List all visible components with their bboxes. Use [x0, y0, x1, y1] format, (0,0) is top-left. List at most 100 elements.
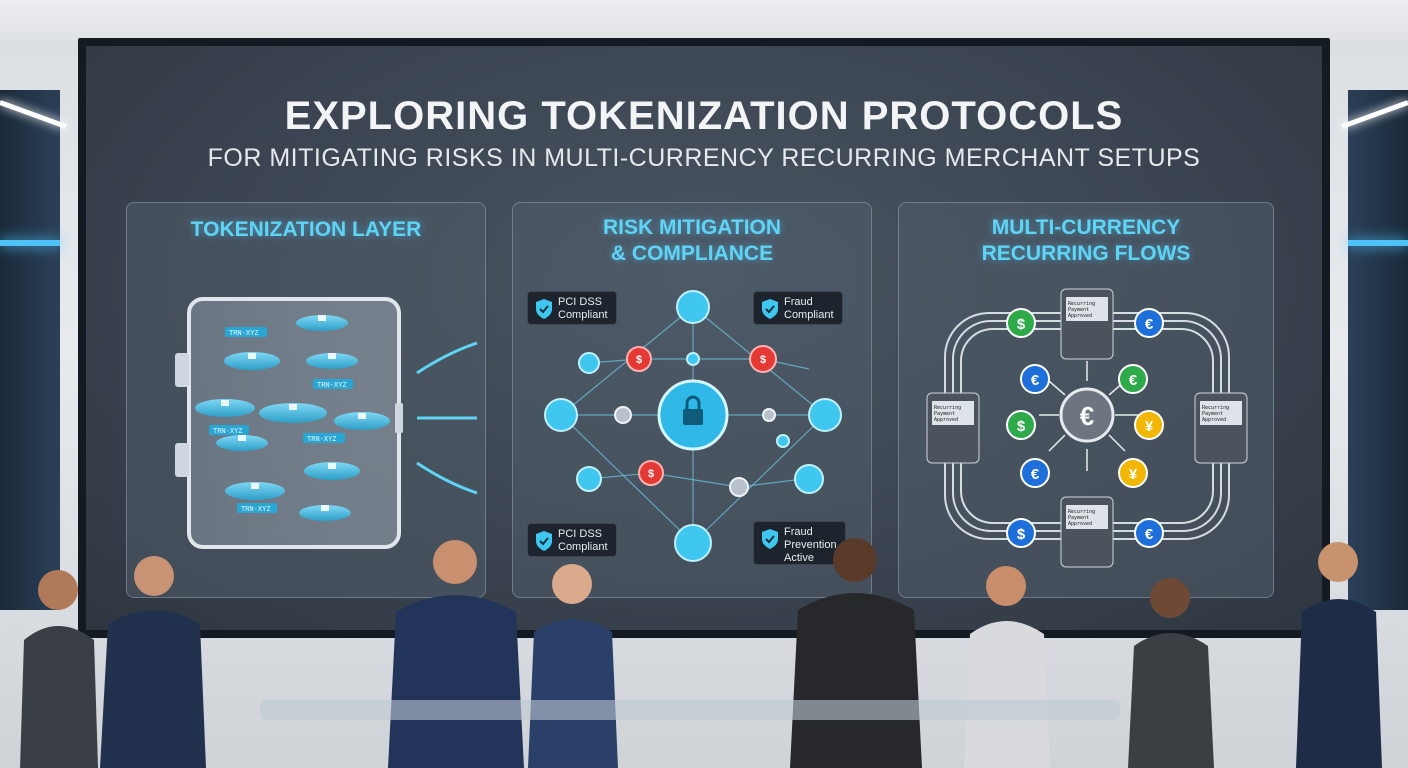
yen-coin — [1118, 458, 1148, 488]
screen-title: EXPLORING TOKENIZATION PROTOCOLS — [284, 94, 1124, 138]
shield-check-icon — [762, 299, 778, 319]
neutral-nodes — [614, 406, 776, 497]
vault-hinge-bottom — [175, 443, 189, 477]
euro-coin-label: € — [1145, 316, 1154, 333]
euro-coin — [1134, 308, 1164, 338]
terminal-texts: Recurring Payment Approved Recurring Pay… — [934, 301, 1229, 527]
yen-coin — [1134, 410, 1164, 440]
risk-dollar-label: $ — [636, 354, 642, 366]
token-disks — [195, 315, 390, 521]
risk-mitigation-panel: RISK MITIGATION & COMPLIANCE — [512, 202, 872, 598]
presentation-screen: EXPLORING TOKENIZATION PROTOCOLS FOR MIT… — [78, 38, 1330, 638]
terminal-text: Recurring — [1202, 405, 1229, 411]
tokenization-layer-panel: TOKENIZATION LAYER — [126, 202, 486, 598]
right-wall-light — [1348, 240, 1408, 246]
badge-line: Fraud — [784, 526, 813, 538]
left-wall-display — [0, 90, 60, 610]
badge-line: PCI DSS — [558, 296, 603, 308]
badge-line: Active — [784, 552, 814, 564]
badge-line: Compliant — [558, 309, 608, 321]
yen-coin-label: ¥ — [1129, 466, 1138, 483]
flow-arrows — [1039, 361, 1139, 471]
pci-dss-badge-top: PCI DSS Compliant — [527, 291, 617, 325]
payment-terminal-left — [926, 392, 980, 464]
badge-line: Compliant — [784, 309, 834, 321]
person-4 — [528, 564, 618, 768]
terminal-text: Approved — [1068, 521, 1092, 527]
euro-coin — [1020, 364, 1050, 394]
meeting-participants — [20, 538, 1382, 768]
terminal-text: Payment — [1202, 411, 1223, 417]
multi-currency-panel: MULTI-CURRENCY RECURRING FLOWS Recurring… — [898, 202, 1274, 598]
panel-title-risk-line1: RISK MITIGATION — [602, 216, 782, 239]
terminal-text: Recurring — [934, 405, 961, 411]
panel-title-currency-line1: MULTI-CURRENCY — [991, 216, 1181, 239]
payment-terminal-top — [1060, 288, 1114, 360]
risk-dollar-label: $ — [760, 354, 766, 366]
shield-check-icon — [536, 299, 552, 319]
right-wall-display — [1348, 90, 1408, 610]
dollar-coin — [1006, 308, 1036, 338]
terminal-text: Approved — [1202, 417, 1226, 423]
vault-hinge-top — [175, 353, 189, 387]
ceiling — [0, 0, 1408, 40]
lock-nodes — [544, 290, 842, 562]
euro-coin-label: € — [1031, 372, 1040, 389]
currency-flow-diagram: Recurring Payment Approved Recurring Pay… — [926, 288, 1248, 568]
euro-coin — [1134, 518, 1164, 548]
dollar-coin-blue — [1006, 518, 1036, 548]
terminal-text: Payment — [934, 411, 955, 417]
euro-coin-green — [1118, 364, 1148, 394]
token-label: TRN-XYZ — [241, 505, 271, 513]
screen-content: EXPLORING TOKENIZATION PROTOCOLS FOR MIT… — [86, 46, 1322, 630]
pci-dss-badge-bottom: PCI DSS Compliant — [527, 523, 617, 557]
fraud-badge-top: Fraud Compliant — [753, 291, 843, 325]
central-euro-symbol: € — [1080, 401, 1094, 431]
token-label: TRN-XYZ — [229, 329, 259, 337]
terminal-text: Approved — [934, 417, 958, 423]
token-label: TRN-XYZ — [213, 427, 243, 435]
conference-table — [260, 700, 1120, 720]
person-7 — [1128, 578, 1214, 768]
payment-terminal-right — [1194, 392, 1248, 464]
shield-check-icon — [762, 529, 778, 549]
terminal-text: Payment — [1068, 307, 1089, 313]
risk-network-diagram: $ $ $ — [544, 290, 842, 562]
euro-coin — [1020, 458, 1050, 488]
terminal-text: Recurring — [1068, 301, 1095, 307]
euro-coin-label: € — [1145, 526, 1154, 543]
person-3 — [388, 540, 524, 768]
dollar-coin-label: $ — [1017, 316, 1026, 333]
person-5 — [790, 538, 922, 768]
data-stream-arrows — [416, 341, 478, 495]
person-8 — [1296, 542, 1382, 768]
lock-icons — [221, 315, 366, 511]
panel-title-risk-line2: & COMPLIANCE — [610, 242, 774, 265]
payment-terminal-bottom — [1060, 496, 1114, 568]
person-6 — [964, 566, 1050, 768]
dollar-coin-label: $ — [1017, 526, 1026, 543]
terminal-text: Recurring — [1068, 509, 1095, 515]
screen-subtitle: FOR MITIGATING RISKS IN MULTI-CURRENCY R… — [207, 144, 1201, 172]
dollar-coin-label: $ — [1017, 418, 1026, 435]
dollar-coin — [1006, 410, 1036, 440]
left-wall-light — [0, 240, 60, 246]
central-euro-hub — [1059, 387, 1115, 443]
badge-line: Fraud — [784, 296, 813, 308]
risk-dollar-label: $ — [648, 468, 654, 480]
terminal-text: Approved — [1068, 313, 1092, 319]
badge-line: Prevention — [784, 539, 837, 551]
token-label: TRN-XYZ — [317, 381, 347, 389]
shield-check-icon — [536, 531, 552, 551]
badge-line: Compliant — [558, 541, 608, 553]
panel-title-tokenization: TOKENIZATION LAYER — [190, 218, 422, 241]
vault-handle — [395, 403, 403, 433]
token-tags: TRN-XYZ TRN-XYZ TRN-XYZ TRN-XYZ TRN-XYZ — [209, 327, 353, 513]
person-2 — [100, 556, 206, 768]
terminal-text: Payment — [1068, 515, 1089, 521]
token-label: TRN-XYZ — [307, 435, 337, 443]
euro-coin-label: € — [1031, 466, 1040, 483]
payment-terminals — [926, 288, 1248, 568]
euro-coin-label: € — [1129, 372, 1138, 389]
person-1 — [20, 570, 98, 768]
